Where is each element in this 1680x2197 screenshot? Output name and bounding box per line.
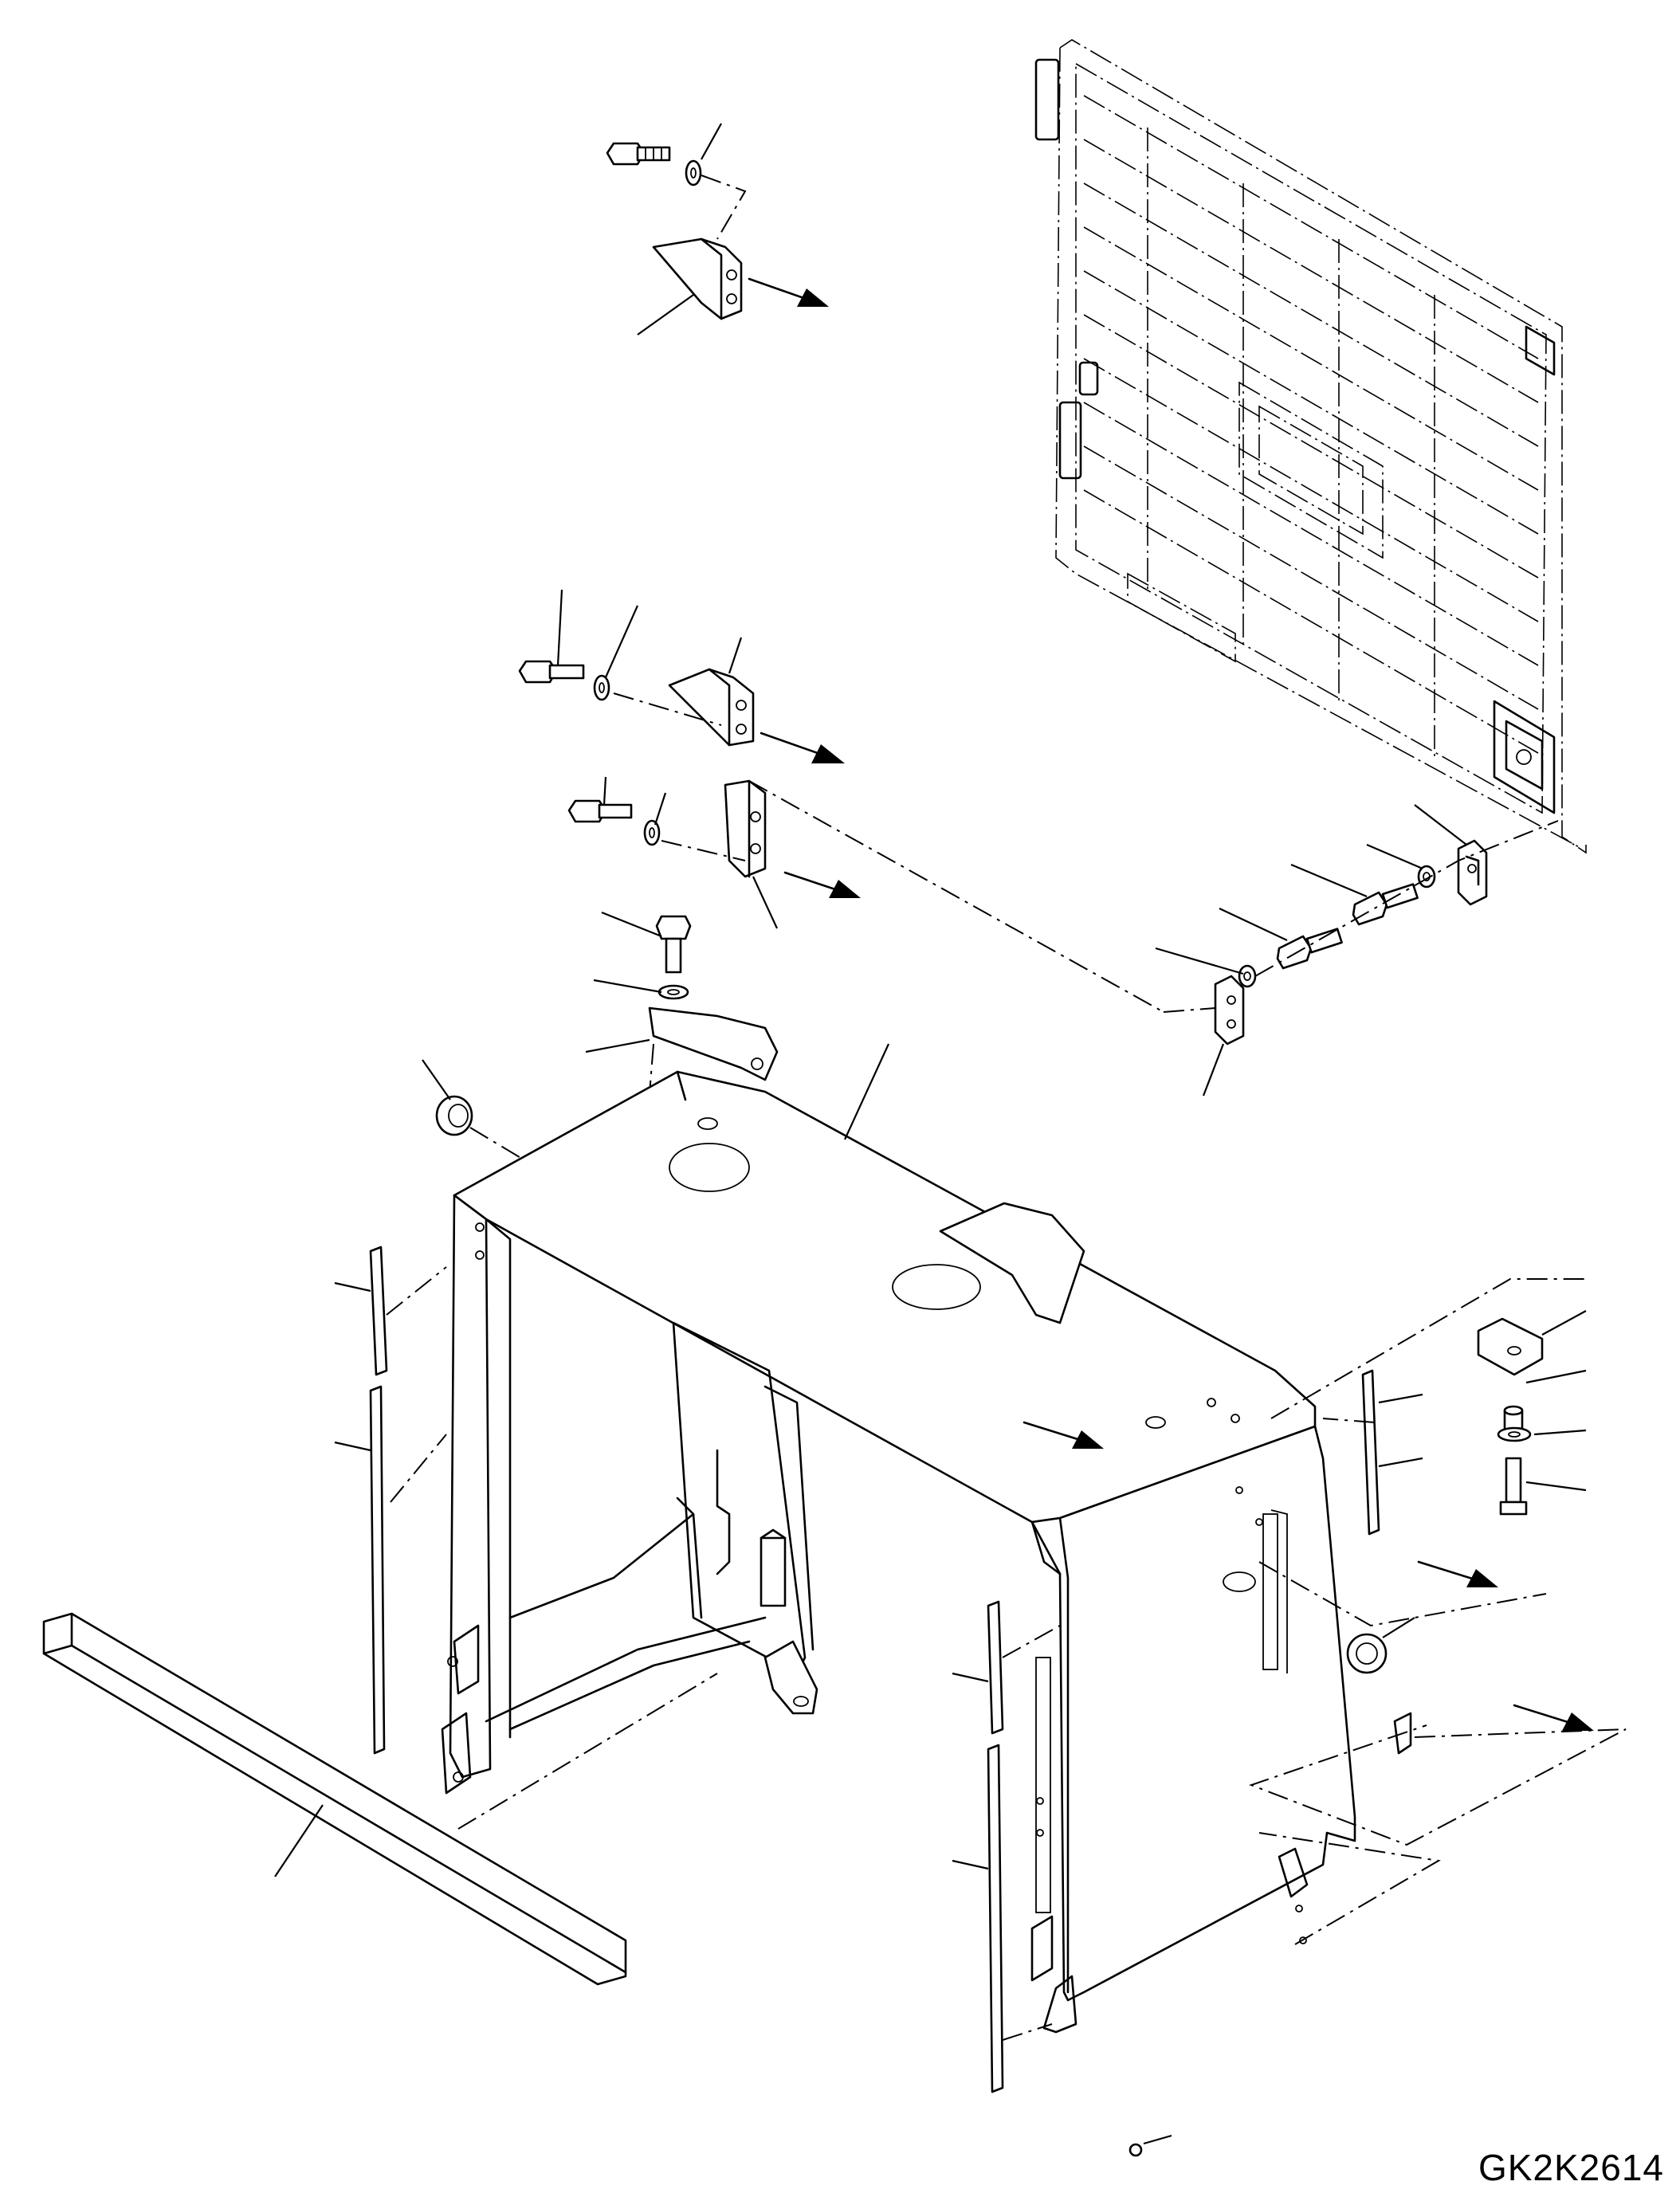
bracket-icon [1214, 975, 1245, 1046]
washer-icon [593, 674, 610, 701]
washer-icon [1238, 964, 1257, 988]
washer-icon [685, 159, 702, 186]
drawing-code: GK2K2614 [1478, 2147, 1664, 2188]
middle-bracket-set-a [518, 589, 845, 763]
bracket-icon [1477, 1317, 1544, 1376]
screw-icon [1129, 2134, 1172, 2157]
bolt-icon [567, 799, 633, 823]
bolt-icon [1276, 928, 1343, 970]
seal-strips-left [334, 1246, 447, 1755]
grille-latch-hardware [844, 804, 1559, 1140]
bracket-icon [724, 779, 767, 878]
arrow-icon [748, 277, 829, 307]
washer-icon [1417, 865, 1436, 889]
arrow-icon [760, 732, 845, 763]
grommet-icon [422, 1059, 632, 1234]
bolt-icon [1499, 1457, 1528, 1516]
rear-grille-panel [1034, 39, 1587, 854]
right-hardware-stack [952, 1278, 1627, 2093]
arrow-icon [1513, 1704, 1594, 1731]
bracket-icon [668, 668, 755, 747]
bracket-icon [1457, 839, 1488, 906]
bolt-icon [655, 915, 692, 974]
arrow-icon [1023, 1421, 1104, 1449]
upper-mount-bracket-set [606, 123, 829, 335]
long-foam-beam [42, 1612, 718, 1986]
washer-icon [643, 819, 661, 846]
washer-icon [1497, 1426, 1532, 1442]
arrow-icon [1417, 1560, 1498, 1587]
middle-bracket-set-b [567, 776, 1164, 1013]
washer-icon [657, 984, 689, 1000]
main-frame [441, 1070, 1356, 2157]
cover-plate [648, 1006, 779, 1081]
grommet-icon [1346, 1617, 1415, 1674]
arrow-icon [783, 871, 861, 898]
bolt-icon [518, 660, 585, 684]
bracket-icon [652, 237, 743, 320]
bolt-icon [606, 142, 671, 166]
